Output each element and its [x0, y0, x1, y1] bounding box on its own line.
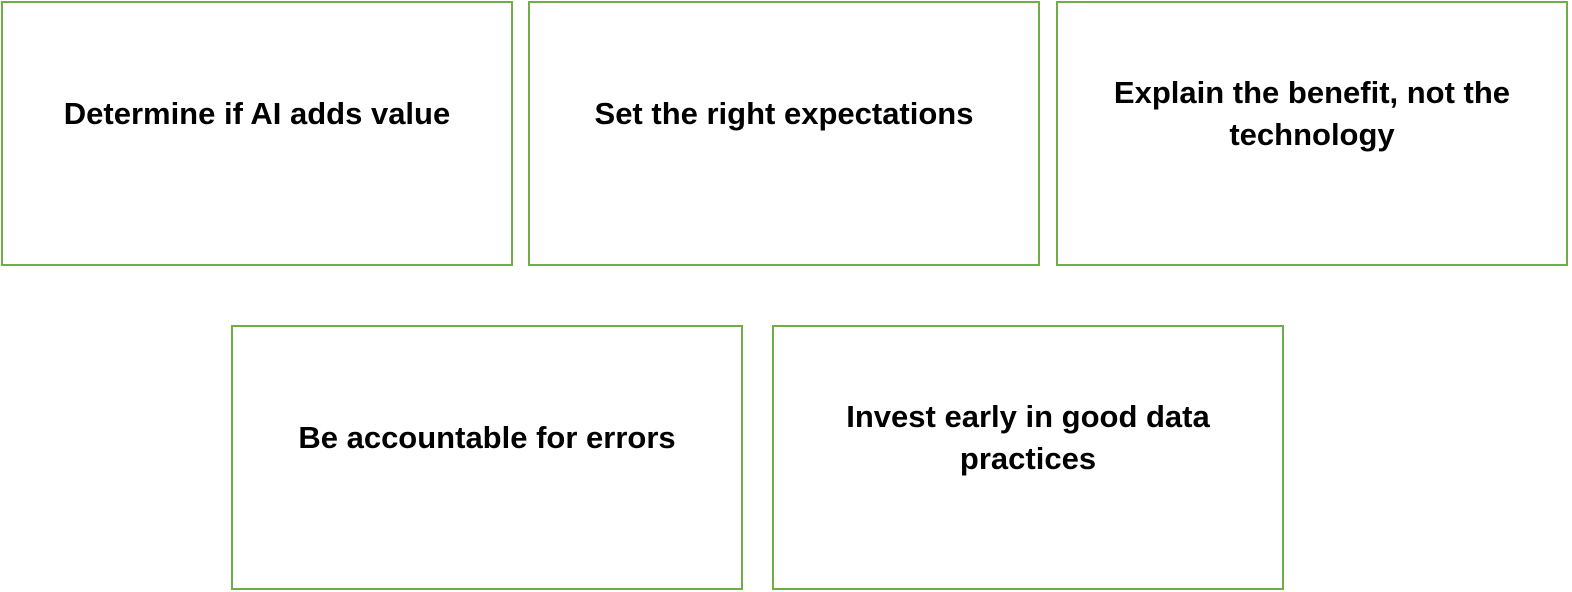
principle-label: Be accountable for errors [298, 420, 676, 455]
principle-label: Determine if AI adds value [63, 96, 451, 131]
principle-box-ai-value: Determine if AI adds value [1, 1, 513, 266]
principle-box-expectations: Set the right expectations [528, 1, 1040, 266]
principle-box-data-practices: Invest early in good data practices [772, 325, 1284, 590]
principle-label: Explain the benefit, not the technology [1113, 75, 1511, 152]
principle-box-benefit: Explain the benefit, not the technology [1056, 1, 1568, 266]
principle-box-accountable: Be accountable for errors [231, 325, 743, 590]
principle-label: Invest early in good data practices [846, 399, 1210, 476]
principle-label: Set the right expectations [594, 96, 974, 131]
